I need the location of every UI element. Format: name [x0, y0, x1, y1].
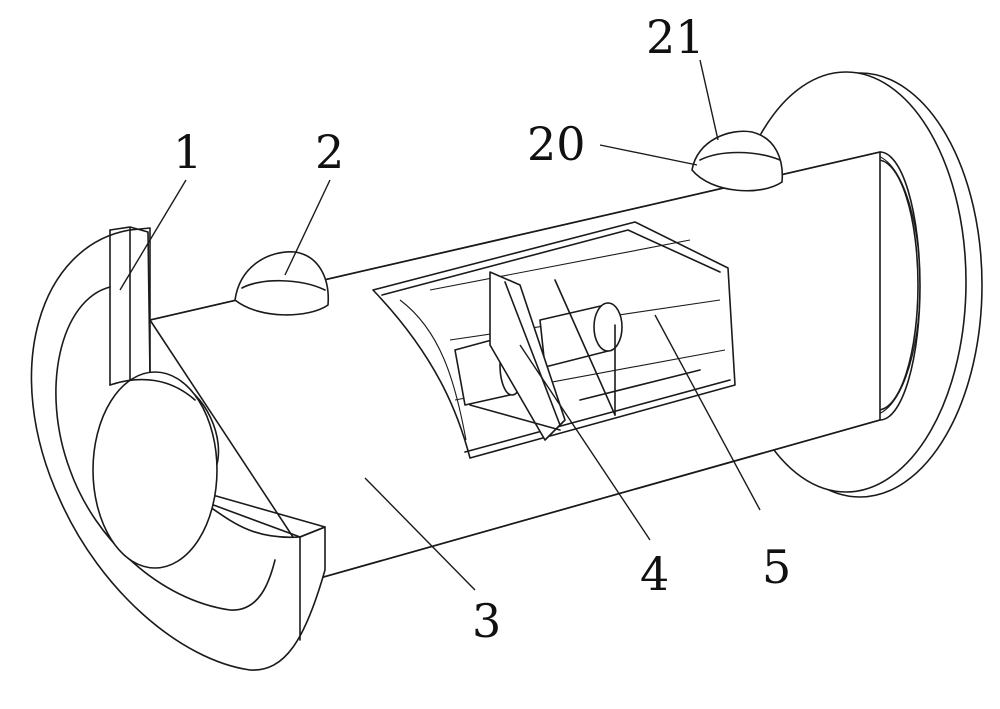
left-c-ring [30, 226, 326, 671]
callout-20: 20 [527, 117, 586, 171]
callout-2: 2 [315, 125, 344, 179]
callout-4: 4 [640, 547, 669, 601]
callout-21: 21 [646, 10, 705, 64]
dome-2 [234, 251, 330, 316]
callout-1: 1 [173, 125, 202, 179]
dome-20 [691, 130, 784, 192]
callout-5: 5 [762, 540, 791, 594]
leader-lines [119, 59, 761, 591]
callout-3: 3 [472, 594, 501, 648]
